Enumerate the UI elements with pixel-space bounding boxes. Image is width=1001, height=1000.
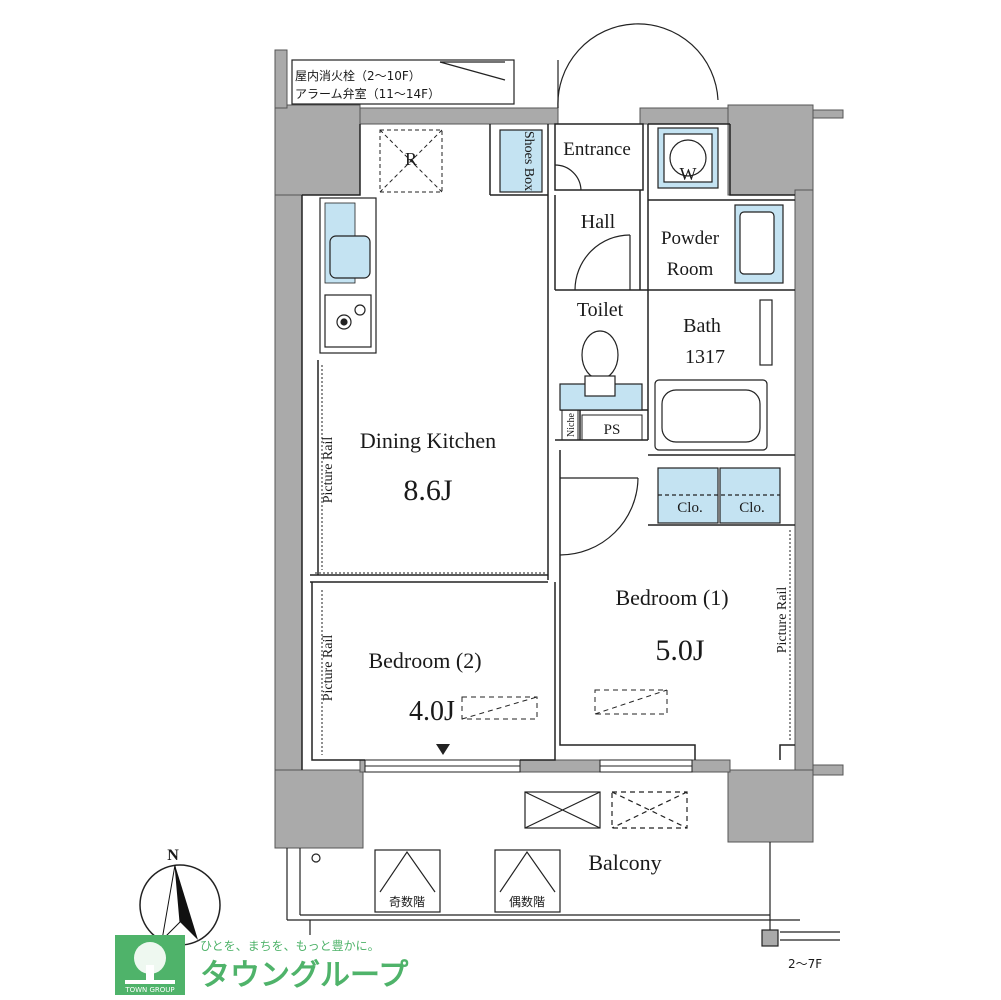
brand-logo-caption: TOWN GROUP [124,986,174,994]
brand-tagline: ひとを、まちを、もっと豊かに。 [200,939,380,953]
powder-room-label-1: Powder [661,228,720,249]
interior-walls [301,123,795,770]
closet-1-label: Clo. [677,500,702,516]
north-compass [139,864,221,946]
brand-logo [115,935,185,995]
hydrant-note-line1: 屋内消火栓（2～10F） [295,68,421,83]
balcony-label: Balcony [588,850,661,875]
wash-basin [734,204,784,284]
floors-2-7-note: 2～7F [788,957,822,971]
washer-label: W [680,164,697,184]
ps-label: PS [604,422,621,438]
balcony-outline [286,842,840,947]
walls [274,49,844,849]
powder-room-label-2: Room [667,259,714,280]
picture-rail-label-br2: Picture Rail [321,635,336,702]
picture-rails [315,365,791,755]
picture-rail-label-dk: Picture Rail [321,437,336,504]
hydrant-note-line2: アラーム弁室（11～14F） [295,86,440,101]
dining-kitchen-size: 8.6J [403,474,453,507]
brand-name: タウングループ [200,958,409,993]
evacuation-hatches [374,849,561,913]
door-swings [291,23,719,556]
north-label: N [167,847,179,864]
even-floors-label: 偶数階 [509,894,545,909]
niche-label: Niche [566,413,577,437]
bedroom2-label: Bedroom (2) [368,648,481,673]
washer [657,127,719,189]
kitchen-counter [319,197,377,354]
dining-kitchen-label: Dining Kitchen [360,428,496,453]
odd-floors-label: 奇数階 [389,894,425,909]
indoor-ac-units [461,689,668,720]
windows [364,759,693,773]
hall-label: Hall [581,211,616,233]
bedroom1-label: Bedroom (1) [615,585,728,610]
ps-box [561,409,643,441]
bedroom1-size: 5.0J [655,634,705,667]
toilet-fixture [559,330,643,411]
refrigerator-space [379,129,443,193]
picture-rail-label-br1: Picture Rail [775,587,790,654]
toilet-label: Toilet [577,299,624,321]
bath-size-label: 1317 [685,346,725,368]
window-marker [436,744,450,755]
refrigerator-label: R [405,149,417,169]
ac-units [524,791,688,829]
shoes-box [499,129,543,193]
bedroom2-size: 4.0J [409,696,455,727]
shoes-box-label: Shoes Box [521,131,536,191]
bathtub [654,299,773,451]
closet-2-label: Clo. [739,500,764,516]
bath-label: Bath [683,315,721,337]
entrance-label: Entrance [563,139,631,160]
closets [657,467,781,524]
